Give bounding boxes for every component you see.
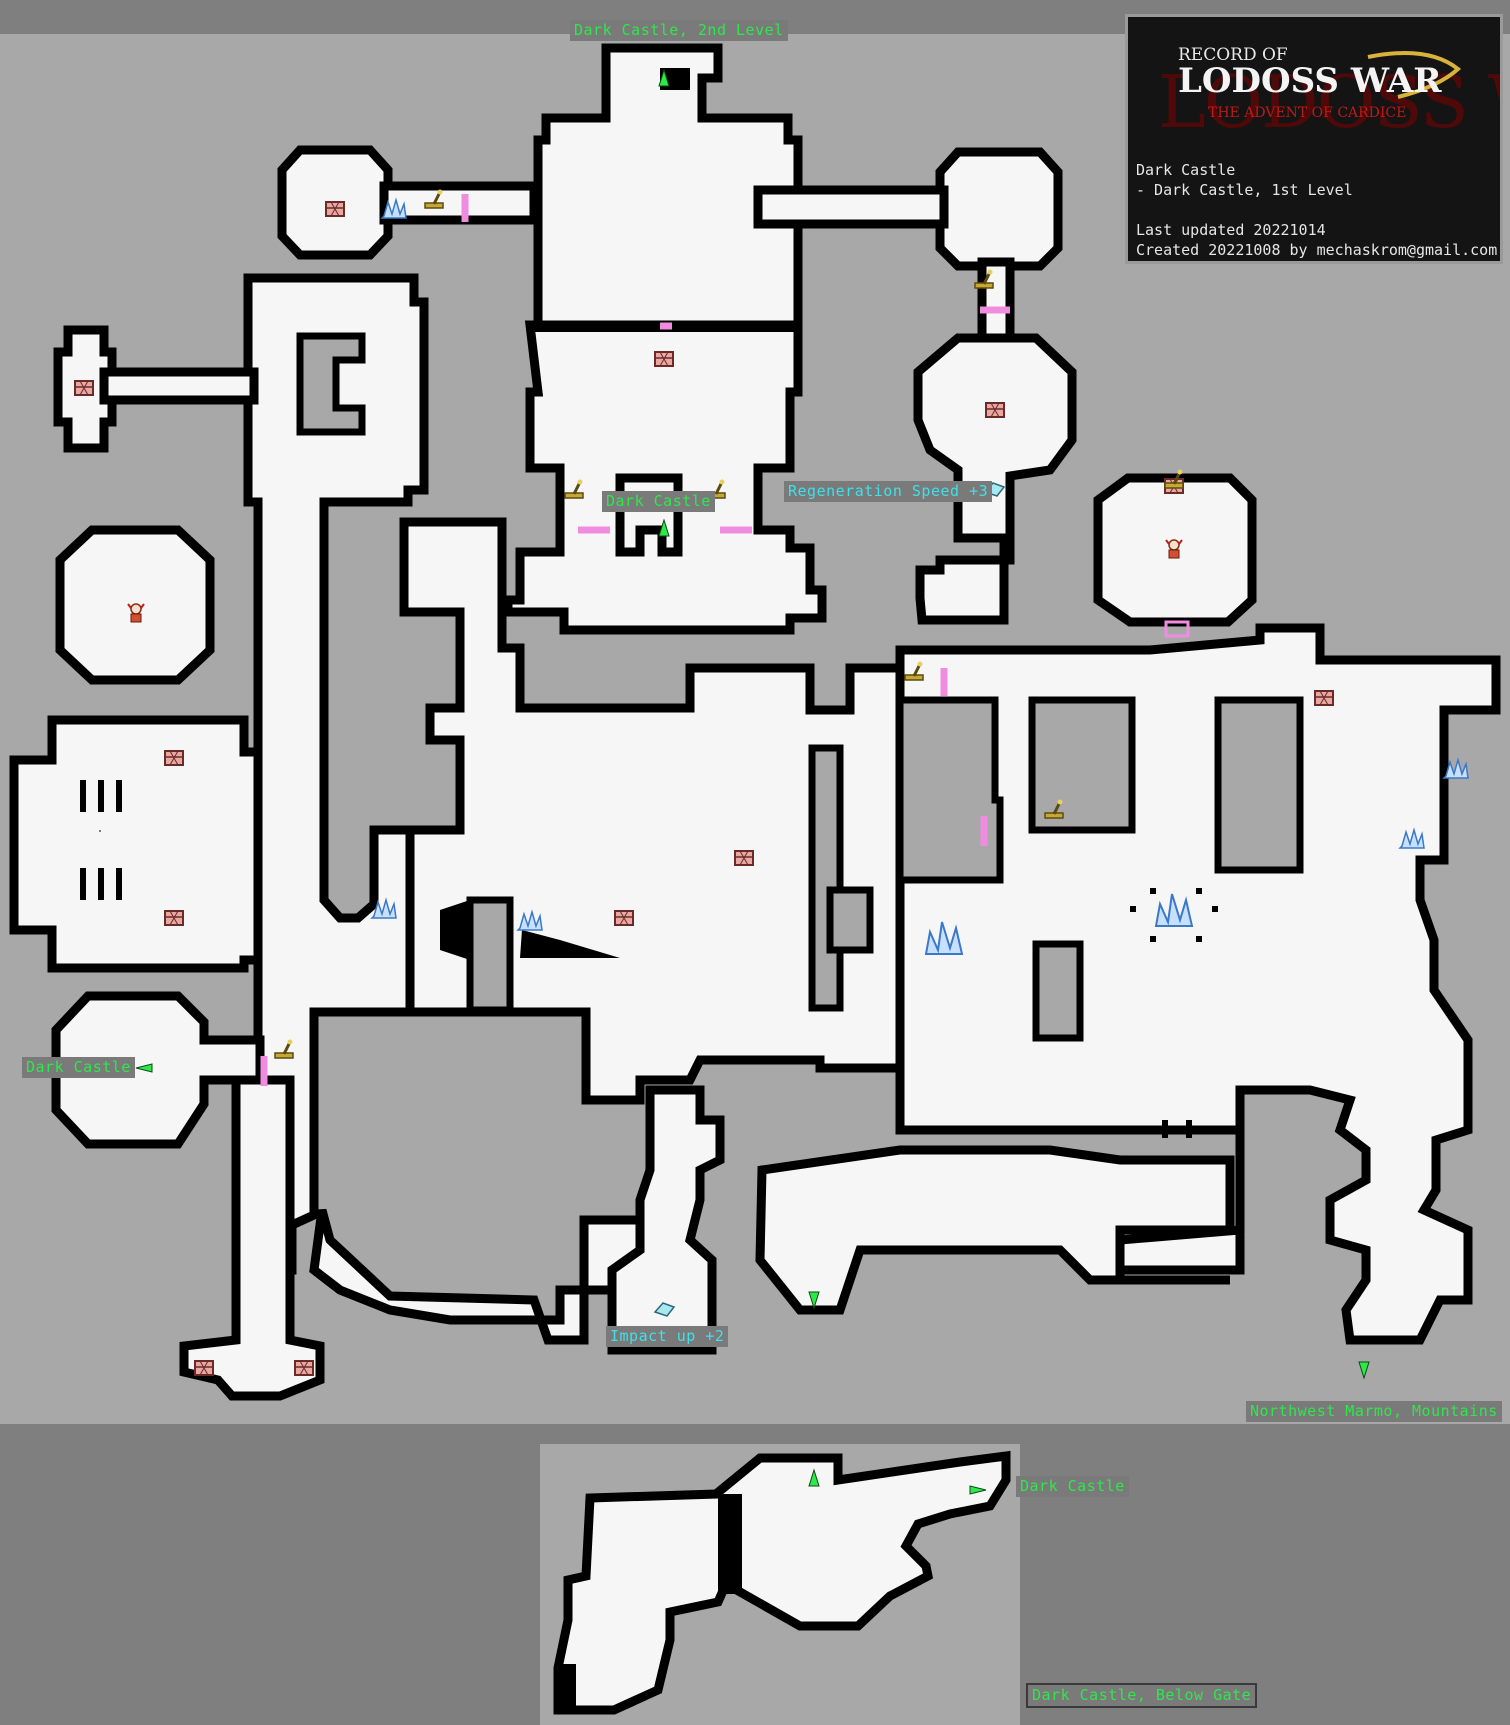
treasure-chest-icon: [74, 380, 94, 396]
logo-line2: LODOSS WAR: [1178, 61, 1442, 101]
treasure-chest-icon: [164, 910, 184, 926]
svg-text:LODOSS WAR: LODOSS WAR: [1158, 60, 1500, 144]
ne-down-corridor: [977, 257, 1015, 343]
treasure-chest-icon: [1314, 690, 1334, 706]
treasure-chest-icon: [985, 402, 1005, 418]
logo-line1: RECORD OF: [1178, 45, 1288, 65]
south-neck: [607, 1085, 725, 1355]
sw-east-pod: [755, 1145, 1235, 1315]
wall-strips: [80, 68, 1218, 1138]
created-by: Created 20221008 by mechaskrom@gmail.com: [1136, 241, 1498, 259]
treasure-chest-icon: [164, 750, 184, 766]
info-panel: LODOSS WAR RECORD OF LODOSS WAR THE ADVE…: [1125, 14, 1503, 264]
logo-line3: THE ADVENT OF CARDICE: [1208, 105, 1407, 121]
map-subtitle: - Dark Castle, 1st Level: [1136, 181, 1353, 199]
exit-label-southeast: Northwest Marmo, Mountains: [1246, 1401, 1502, 1422]
exit-label-top: Dark Castle, 2nd Level: [570, 20, 788, 41]
item-label-regen: Regeneration Speed +3: [784, 481, 993, 502]
sw-circle: [51, 991, 265, 1149]
far-west-corridor: [99, 367, 259, 405]
treasure-chest-icon: [294, 1360, 314, 1376]
inner-walls: [296, 332, 1304, 1042]
nw-corridor: [379, 181, 539, 225]
treasure-chest-icon: [654, 351, 674, 367]
west-wing: [9, 715, 263, 973]
top-tower: [533, 43, 803, 330]
map-title: Dark Castle: [1136, 161, 1236, 179]
exit-label-center: Dark Castle: [602, 491, 715, 512]
treasure-chest-icon: [194, 1360, 214, 1376]
exit-label-gate: Dark Castle: [1016, 1476, 1129, 1497]
sw-drop: [179, 1075, 325, 1401]
last-updated: Last updated 20221014: [1136, 221, 1326, 239]
doors: [260, 194, 1190, 1086]
item-label-impact: Impact up +2: [606, 1326, 729, 1347]
ne-tower: [935, 147, 1063, 271]
game-logo: LODOSS WAR: [1158, 51, 1500, 144]
treasure-chest-icon: [325, 201, 345, 217]
ne-corridor: [753, 185, 949, 229]
e-room: [913, 333, 1077, 625]
treasure-chest-icon: [734, 850, 754, 866]
gate-floor: [553, 1450, 1011, 1715]
treasure-chest-icon: [614, 910, 634, 926]
area-label-gate: Dark Castle, Below Gate: [1026, 1683, 1258, 1708]
exit-label-west: Dark Castle: [22, 1057, 135, 1078]
